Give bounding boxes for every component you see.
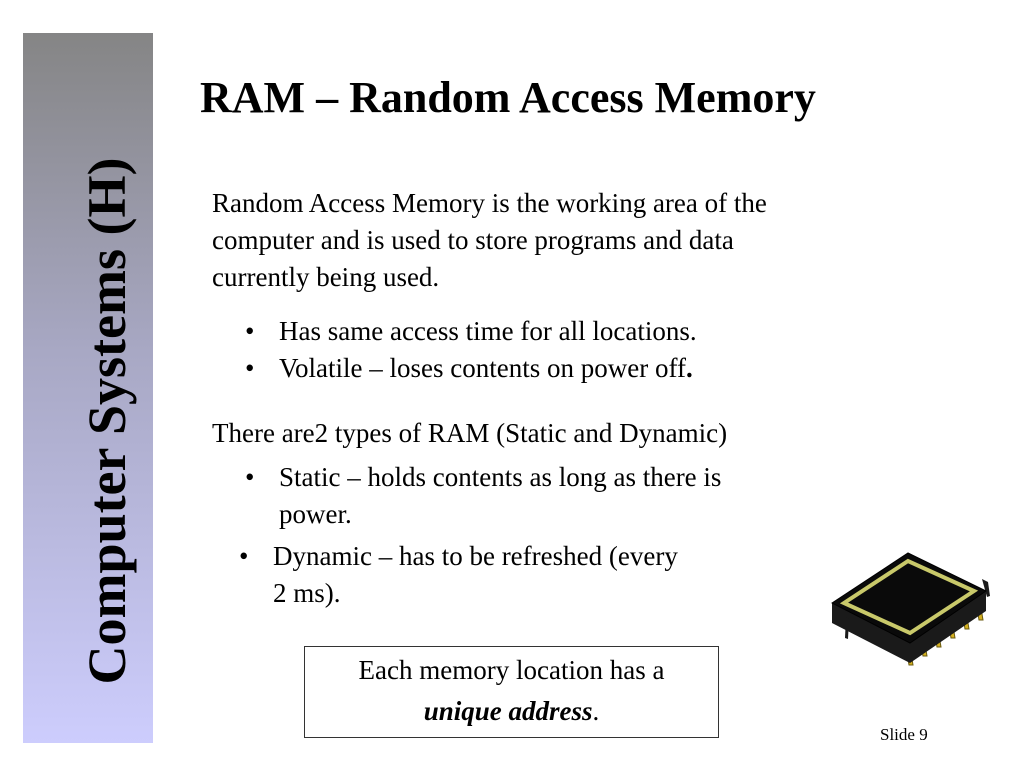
callout-emphasis: unique address [423, 696, 593, 726]
list-item-text: 2 ms). [273, 578, 341, 608]
list-item-text: Volatile – loses contents on power off [279, 353, 686, 383]
address-callout-box: Each memory location has a unique addres… [304, 646, 719, 738]
intro-line: computer and is used to store programs a… [212, 225, 734, 255]
list-item-text: power. [279, 499, 352, 529]
dynamic-list: • Dynamic – has to be refreshed (every 2… [239, 538, 839, 612]
callout-line: unique address. [305, 691, 718, 732]
list-item: • Dynamic – has to be refreshed (every 2… [239, 538, 839, 612]
types-intro: There are2 types of RAM (Static and Dyna… [212, 418, 728, 448]
intro-line: Random Access Memory is the working area… [212, 188, 767, 218]
intro-line: currently being used. [212, 262, 440, 292]
list-item-suffix: . [685, 353, 693, 383]
list-item: • Static – holds contents as long as the… [245, 459, 865, 533]
list-item-text: Has same access time for all locations. [279, 316, 697, 346]
intro-paragraph: Random Access Memory is the working area… [212, 185, 932, 296]
slide-title: RAM – Random Access Memory [200, 73, 816, 122]
list-item: • Volatile – loses contents on power off… [245, 350, 697, 387]
list-item: • Has same access time for all locations… [245, 313, 697, 350]
chip-side [832, 591, 986, 663]
chip-border [839, 558, 979, 636]
list-item-text: Dynamic – has to be refreshed (every [273, 541, 678, 571]
sidebar-panel: Computer Systems (H) [23, 33, 153, 743]
bullet-icon: • [239, 541, 249, 571]
slide-number: Slide 9 [880, 725, 928, 744]
chip-pins-front [845, 617, 849, 639]
list-item-text: Static – holds contents as long as there… [279, 462, 722, 492]
static-list: • Static – holds contents as long as the… [245, 459, 865, 533]
bullet-icon: • [245, 316, 255, 346]
bullet-icon: • [245, 462, 255, 492]
chip-body [831, 552, 987, 644]
callout-line: Each memory location has a [358, 655, 665, 685]
memory-chip-icon [831, 552, 990, 666]
bullet-icon: • [245, 353, 255, 383]
callout-trailing: . [592, 696, 600, 726]
course-title: Computer Systems (H) [77, 157, 137, 685]
properties-list: • Has same access time for all locations… [245, 313, 697, 387]
